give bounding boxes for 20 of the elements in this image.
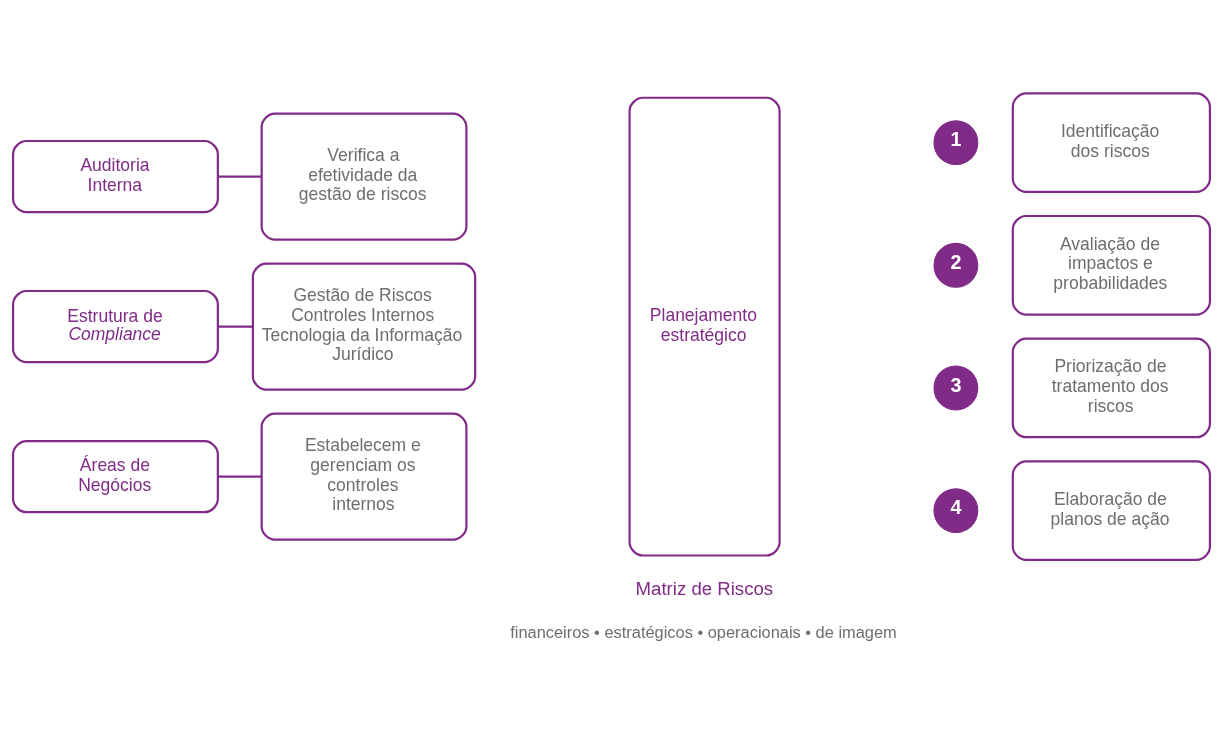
node-box: Estabelecem e gerenciam os controles internos bbox=[260, 412, 468, 541]
connector bbox=[218, 175, 262, 178]
node-box: Áreas de Negócios bbox=[12, 439, 219, 514]
node-box: Priorização de tratamento dos riscos bbox=[1011, 337, 1211, 439]
node-circle: 1 bbox=[933, 120, 979, 166]
node-box: Auditoria Interna bbox=[12, 139, 219, 214]
node-box: Verifica a efetividade da gestão de riscos bbox=[260, 112, 468, 241]
label: financeiros • estratégicos • operacionais • de imagem bbox=[510, 623, 897, 642]
node-box: Elaboração de planos de ação bbox=[1011, 460, 1211, 561]
node-box: Gestão de Riscos Controles Internos Tecnologia da Informação Jurídico bbox=[251, 262, 477, 391]
node-box: Avaliação de impactos e probabilidades bbox=[1011, 214, 1211, 316]
label: Matriz de Riscos bbox=[635, 578, 774, 599]
node-circle: 4 bbox=[933, 488, 979, 534]
connector bbox=[218, 475, 262, 478]
connector bbox=[218, 325, 253, 328]
node-circle: 3 bbox=[933, 365, 979, 411]
node-circle: 2 bbox=[933, 242, 979, 288]
node-box: Estrutura de Compliance bbox=[12, 289, 219, 364]
node-box: Identificação dos riscos bbox=[1011, 92, 1211, 194]
node-box: Planejamento estratégico bbox=[628, 96, 781, 557]
